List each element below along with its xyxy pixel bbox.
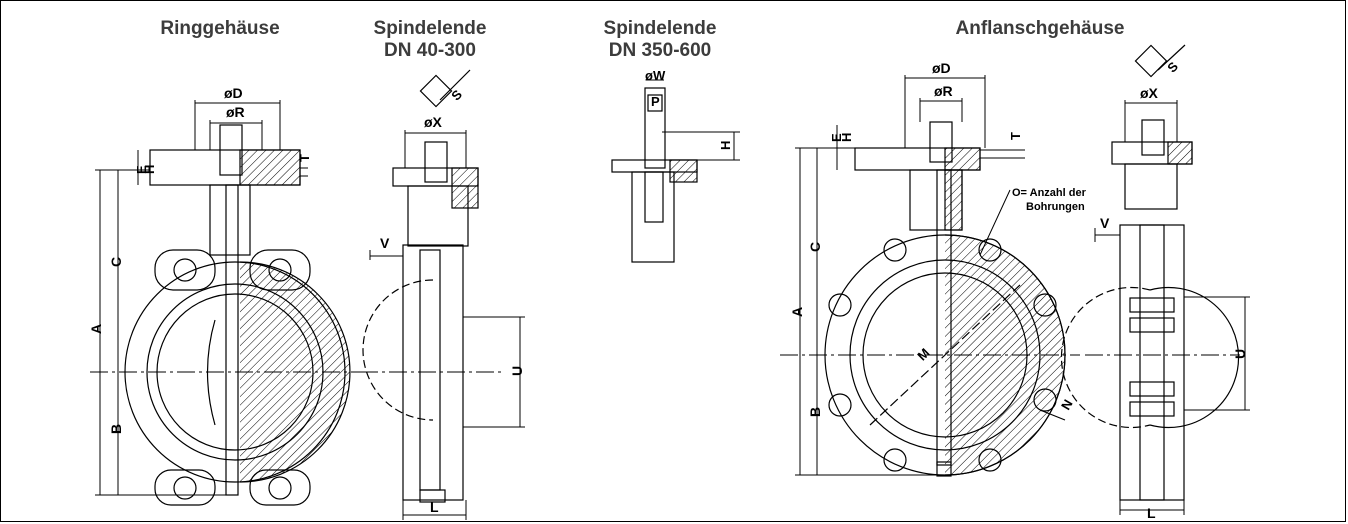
heading-spindle-end-1-line1: Spindelende	[373, 18, 487, 39]
flange-side-label-L: L	[1147, 505, 1156, 521]
spindle1-neck	[407, 185, 469, 247]
ring-lug-left-top	[154, 249, 216, 291]
flange-bolt-hole	[978, 448, 1002, 472]
flange-label-B: B	[807, 407, 823, 417]
flange-label-A: A	[789, 307, 805, 317]
flange-label-H: H	[839, 133, 854, 142]
heading-spindle-end-2: Spindelende DN 350-600	[580, 18, 740, 62]
spindle2-shaft	[644, 87, 666, 169]
ring-label-H: H	[142, 165, 157, 174]
flange-label-T: T	[1008, 132, 1023, 140]
flange-bolt-hole	[828, 393, 852, 417]
flange-bolt-hole	[978, 238, 1002, 262]
flange-bolt-hole	[1033, 293, 1057, 317]
ring-hatched-flange	[239, 149, 301, 186]
flange-label-C: C	[807, 242, 823, 252]
spindle2-body	[631, 171, 675, 263]
flange-side-label-U: U	[1232, 349, 1248, 359]
flange-side-disc-swing	[1060, 286, 1151, 429]
heading-spindle-end-1: Spindelende DN 40-300	[350, 18, 510, 62]
ring-disc-stem	[225, 184, 239, 496]
flange-side-body	[1119, 224, 1185, 501]
flange-disc-stem	[936, 169, 952, 466]
spindle2-label-P: P	[651, 94, 660, 109]
flange-label-N: N	[1058, 397, 1076, 413]
flange-label-M: M	[914, 345, 932, 363]
spindle1-label-L: L	[430, 499, 439, 515]
heading-spindle-end-2-line2: DN 350-600	[608, 40, 712, 61]
flange-label-R: øR	[934, 83, 953, 99]
ring-housing-view	[90, 100, 360, 506]
spindle1-disc	[419, 249, 441, 491]
flange-holes-label-line1: O= Anzahl der	[1012, 187, 1087, 199]
flange-side-label-V: V	[1100, 215, 1110, 231]
spindle1-label-X: øX	[424, 114, 443, 130]
ring-neck	[209, 184, 251, 256]
flange-side-neck	[1124, 163, 1178, 210]
flange-bolt-hole	[1033, 388, 1057, 412]
heading-ring-housing: Ringgehäuse	[160, 18, 280, 39]
spindle2-label-H: H	[718, 141, 733, 150]
flange-holes-label-line2: Bohrungen	[1026, 201, 1085, 213]
ring-label-A: A	[88, 324, 104, 334]
ring-label-R: øR	[226, 104, 245, 120]
flange-bolt-hole	[883, 238, 907, 262]
flange-housing-front-view	[780, 75, 1080, 477]
flange-side-label-S: S	[1164, 59, 1181, 76]
flange-bolt-hole	[883, 448, 907, 472]
flange-side-label-X: øX	[1140, 85, 1159, 101]
ring-label-T: T	[297, 154, 312, 162]
ring-lug-left-bottom	[154, 469, 216, 506]
heading-spindle-end-1-line2: DN 40-300	[384, 40, 476, 61]
spindle1-disc-swing	[362, 279, 434, 421]
spindle-end-1-view	[360, 69, 525, 520]
ring-label-E: E	[134, 165, 149, 174]
flange-stem-top	[929, 121, 953, 163]
ring-label-D: øD	[224, 85, 243, 101]
spindle-end-2-view	[611, 79, 740, 263]
ring-label-C: C	[108, 257, 124, 267]
spindle2-label-W: øW	[645, 68, 666, 83]
ring-label-B: B	[108, 424, 124, 434]
flange-label-E: E	[829, 133, 844, 142]
flange-label-D: øD	[932, 60, 951, 76]
spindle1-label-U: U	[509, 366, 525, 376]
heading-spindle-end-2-line1: Spindelende	[603, 18, 717, 39]
heading-flange-housing: Anflanschgehäuse	[955, 18, 1125, 39]
flange-bolt-hole	[828, 293, 852, 317]
spindle1-label-V: V	[380, 235, 390, 251]
flange-housing-side-view	[1060, 44, 1250, 515]
spindle1-label-S: S	[448, 87, 465, 104]
